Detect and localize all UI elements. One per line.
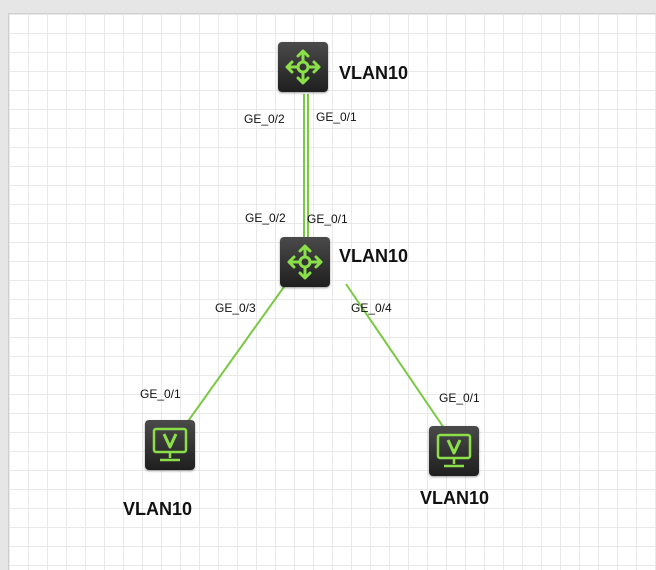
links-layer: [185, 94, 447, 432]
device-label-router-mid: VLAN10: [339, 246, 409, 266]
router-icon: [287, 244, 323, 280]
port-label-router-mid-ge03: GE_0/3: [215, 301, 256, 315]
host-monitor-icon: [436, 433, 472, 468]
port-label-host-left-ge01: GE_0/1: [140, 387, 181, 401]
topology-canvas[interactable]: VLAN10 VLAN10 VLAN10: [8, 13, 656, 570]
port-label-router-mid-ge02: GE_0/2: [245, 211, 286, 225]
port-label-router-top-ge02: GE_0/2: [244, 112, 285, 126]
host-monitor-icon: [152, 427, 188, 462]
port-label-router-top-ge01: GE_0/1: [316, 110, 357, 124]
router-icon: [285, 49, 321, 85]
device-label-host-left: VLAN10: [123, 499, 193, 519]
host-left[interactable]: [145, 420, 195, 470]
router-top[interactable]: [278, 42, 328, 92]
port-label-router-mid-ge04: GE_0/4: [351, 301, 392, 315]
link-mid-host-left[interactable]: [185, 283, 287, 425]
port-label-router-mid-ge01: GE_0/1: [307, 212, 348, 226]
port-label-host-right-ge01: GE_0/1: [439, 391, 480, 405]
host-right[interactable]: [429, 426, 479, 476]
router-mid[interactable]: [280, 237, 330, 287]
link-mid-host-right[interactable]: [345, 283, 447, 432]
device-label-host-right: VLAN10: [420, 488, 490, 508]
device-label-router-top: VLAN10: [339, 63, 409, 83]
